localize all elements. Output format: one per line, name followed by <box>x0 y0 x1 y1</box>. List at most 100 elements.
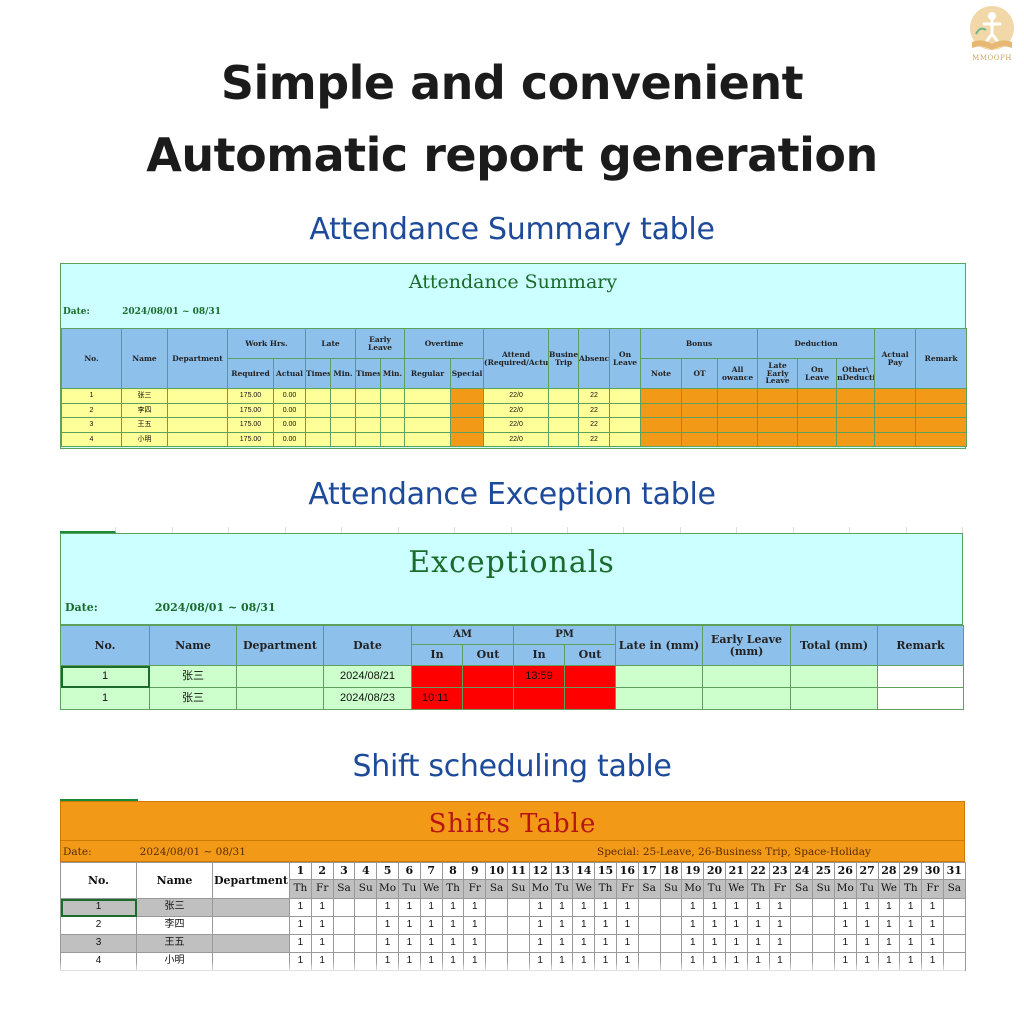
cell-department[interactable] <box>212 898 290 917</box>
shift-cell[interactable]: 1 <box>899 898 923 917</box>
shift-cell[interactable]: 1 <box>681 916 705 935</box>
cell-note[interactable] <box>640 431 683 447</box>
shift-cell[interactable]: 1 <box>463 916 487 935</box>
shift-cell[interactable]: 1 <box>746 934 770 953</box>
cell-business-trip[interactable] <box>548 431 580 447</box>
cell-no[interactable]: 2 <box>60 916 137 935</box>
cell-pm-out[interactable] <box>564 665 617 688</box>
shift-cell[interactable]: 1 <box>877 898 901 917</box>
shift-cell[interactable]: 1 <box>528 916 552 935</box>
cell-early-min[interactable] <box>380 417 406 433</box>
shift-cell[interactable] <box>506 898 530 917</box>
cell-actual-pay[interactable] <box>874 402 917 418</box>
cell-other-ded[interactable] <box>836 431 876 447</box>
cell-late-min[interactable] <box>330 388 357 404</box>
cell-late-in[interactable] <box>615 665 704 688</box>
shift-cell[interactable]: 1 <box>703 898 726 917</box>
cell-name[interactable]: 王五 <box>136 934 213 953</box>
cell-on-leave[interactable] <box>609 402 642 418</box>
shift-cell[interactable] <box>332 916 356 935</box>
cell-department[interactable] <box>236 665 324 688</box>
shift-cell[interactable]: 1 <box>572 898 596 917</box>
cell-total[interactable] <box>790 665 879 688</box>
cell-attend[interactable]: 22/0 <box>483 417 550 433</box>
cell-absence[interactable]: 22 <box>578 402 611 418</box>
cell-early-times[interactable] <box>355 431 382 447</box>
shift-cell[interactable] <box>812 898 835 917</box>
shift-cell[interactable] <box>812 934 835 953</box>
shift-cell[interactable] <box>332 934 356 953</box>
shift-cell[interactable]: 1 <box>572 934 596 953</box>
shift-cell[interactable]: 1 <box>376 898 399 917</box>
cell-late-times[interactable] <box>305 417 332 433</box>
cell-name[interactable]: 张三 <box>136 898 213 917</box>
shift-cell[interactable]: 1 <box>310 898 334 917</box>
shift-cell[interactable]: 1 <box>528 934 552 953</box>
shift-cell[interactable] <box>659 916 683 935</box>
cell-late-min[interactable] <box>330 417 357 433</box>
shift-cell[interactable] <box>659 898 683 917</box>
cell-allowance[interactable] <box>717 431 759 447</box>
cell-remark[interactable] <box>915 402 968 418</box>
shift-cell[interactable]: 1 <box>681 898 705 917</box>
shift-cell[interactable] <box>942 934 966 953</box>
shift-cell[interactable]: 1 <box>833 934 857 953</box>
shift-cell[interactable]: 1 <box>397 916 421 935</box>
shift-cell[interactable] <box>354 916 378 935</box>
cell-name[interactable]: 张三 <box>149 687 237 710</box>
cell-other-ded[interactable] <box>836 388 876 404</box>
shift-cell[interactable]: 1 <box>855 916 879 935</box>
cell-actual-pay[interactable] <box>874 417 917 433</box>
cell-allowance[interactable] <box>717 388 759 404</box>
shift-cell[interactable]: 1 <box>921 898 944 917</box>
cell-remark[interactable] <box>915 388 968 404</box>
shift-cell[interactable]: 1 <box>768 916 792 935</box>
cell-business-trip[interactable] <box>548 417 580 433</box>
shift-cell[interactable]: 1 <box>615 916 639 935</box>
shift-cell[interactable]: 1 <box>397 934 421 953</box>
shift-cell[interactable]: 1 <box>310 916 334 935</box>
cell-total[interactable] <box>790 687 879 710</box>
cell-actual[interactable]: 0.00 <box>272 431 307 447</box>
shift-cell[interactable]: 1 <box>419 934 443 953</box>
shift-cell[interactable] <box>485 898 508 917</box>
cell-late-times[interactable] <box>305 431 332 447</box>
shift-cell[interactable] <box>506 916 530 935</box>
cell-remark[interactable] <box>877 687 965 710</box>
cell-special[interactable] <box>450 402 485 418</box>
cell-regular[interactable] <box>404 402 452 418</box>
shift-cell[interactable]: 1 <box>289 898 312 917</box>
cell-department[interactable] <box>212 916 290 935</box>
cell-required[interactable]: 175.00 <box>227 388 274 404</box>
cell-date[interactable]: 2024/08/21 <box>323 665 412 688</box>
cell-name[interactable]: 张三 <box>121 388 168 404</box>
cell-note[interactable] <box>640 388 683 404</box>
cell-no[interactable]: 1 <box>60 687 150 710</box>
shift-cell[interactable]: 1 <box>441 916 465 935</box>
cell-other-ded[interactable] <box>836 417 876 433</box>
shift-cell[interactable] <box>637 934 661 953</box>
cell-pm-in[interactable]: 13:59 <box>513 665 566 688</box>
cell-name[interactable]: 王五 <box>121 417 168 433</box>
cell-ded-leave[interactable] <box>797 431 838 447</box>
shift-cell[interactable]: 1 <box>703 934 726 953</box>
cell-actual-pay[interactable] <box>874 388 917 404</box>
cell-name[interactable]: 张三 <box>149 665 237 688</box>
cell-ot[interactable] <box>681 388 719 404</box>
cell-ded-leave[interactable] <box>797 402 838 418</box>
shift-cell[interactable]: 1 <box>855 934 879 953</box>
cell-name[interactable]: 李四 <box>136 916 213 935</box>
shift-cell[interactable]: 1 <box>594 916 617 935</box>
shift-cell[interactable]: 1 <box>746 898 770 917</box>
shift-cell[interactable] <box>790 916 814 935</box>
cell-special[interactable] <box>450 417 485 433</box>
shift-cell[interactable]: 1 <box>463 934 487 953</box>
cell-early-min[interactable] <box>380 388 406 404</box>
shift-cell[interactable]: 1 <box>899 934 923 953</box>
cell-remark[interactable] <box>915 431 968 447</box>
cell-date[interactable]: 2024/08/23 <box>323 687 412 710</box>
cell-absence[interactable]: 22 <box>578 417 611 433</box>
cell-am-out[interactable] <box>461 665 515 688</box>
shift-cell[interactable]: 1 <box>855 898 879 917</box>
cell-late-min[interactable] <box>330 431 357 447</box>
